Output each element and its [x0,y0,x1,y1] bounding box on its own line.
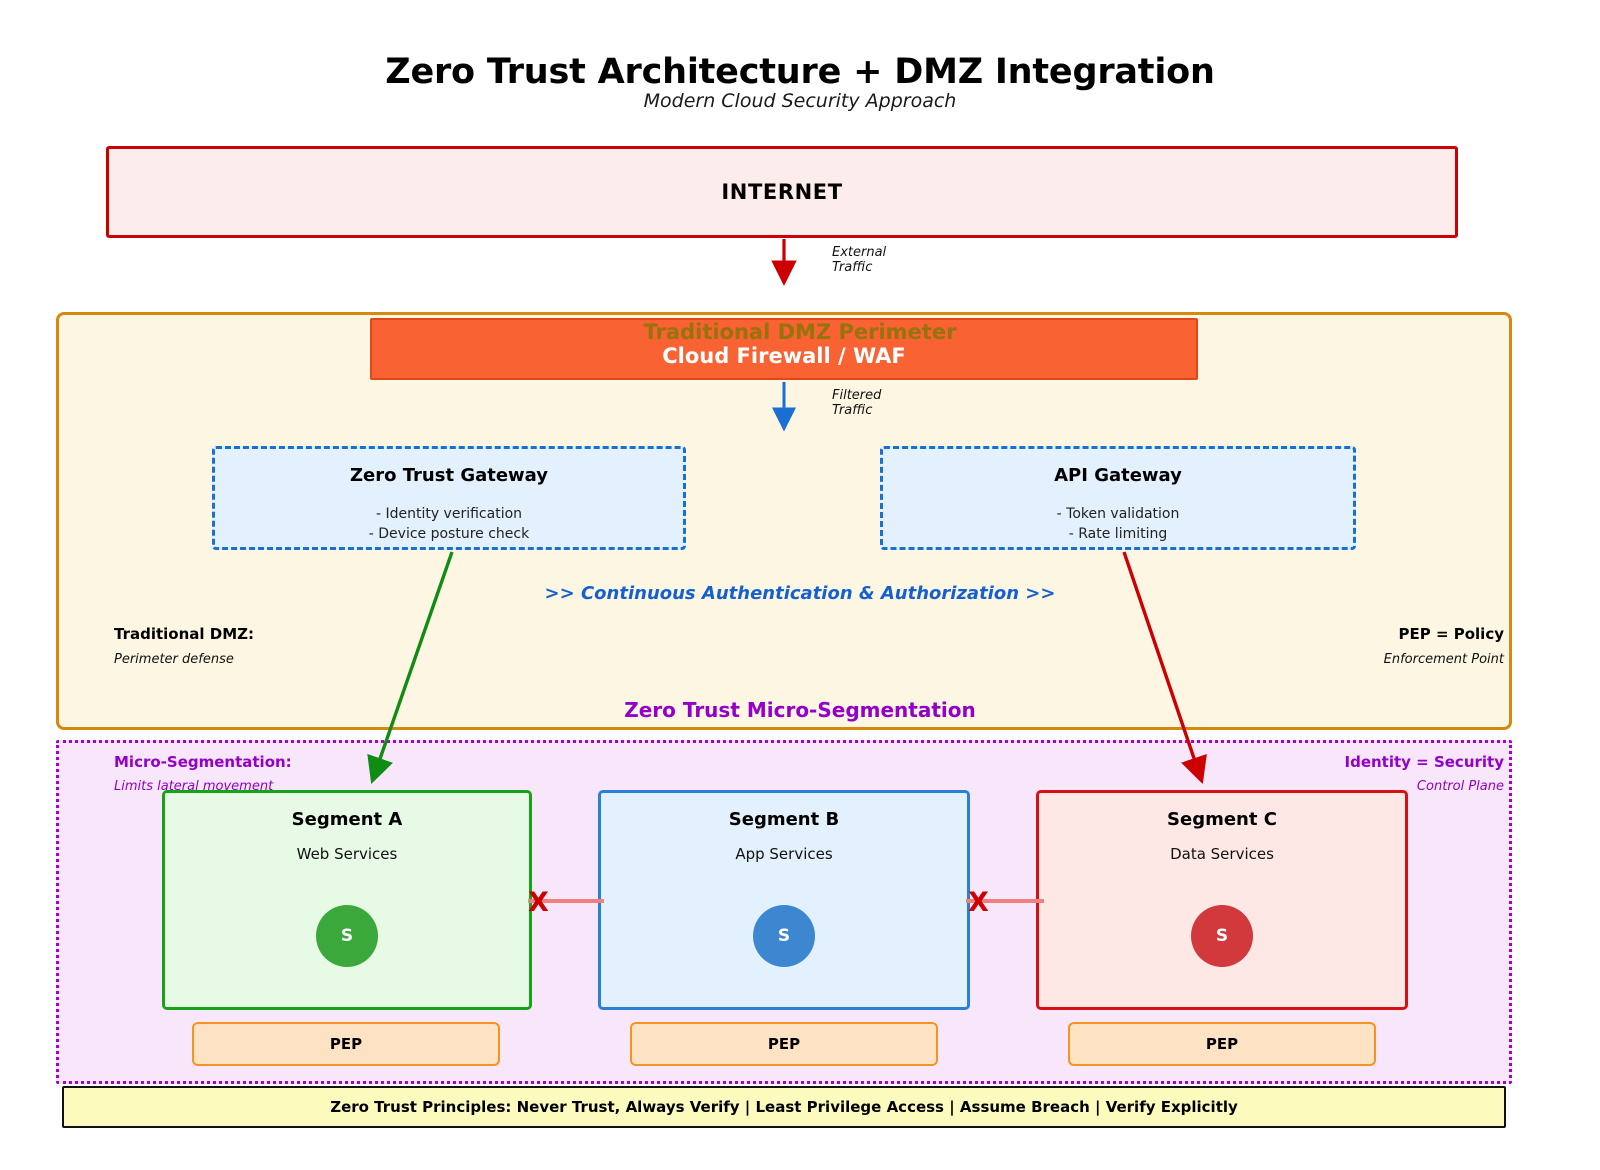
identity-security-title: Identity = Security [1344,753,1504,771]
segment-c-title: Segment C [1167,809,1277,830]
traditional-dmz-note-title: Traditional DMZ: [114,625,255,643]
zero-trust-gateway-bullet-1: - Identity verification [375,506,523,522]
internet-label: INTERNET [721,180,843,204]
pep-legend-sub: Enforcement Point [1383,652,1504,667]
external-traffic-line-1: External [832,245,887,260]
segment-a-title: Segment A [291,809,403,830]
zero-trust-gateway-bullet-2: - Device posture check [368,526,530,542]
blocked-marker-b-c-icon: X [968,887,989,918]
pep-box-segment-a: PEP [192,1022,500,1066]
api-gateway-node: API Gateway - Token validation - Rate li… [880,446,1356,550]
traditional-dmz-note-sub: Perimeter defense [114,652,234,667]
segment-b-subtitle: App Services [735,845,833,863]
continuous-authentication-label: >> Continuous Authentication & Authoriza… [544,583,1056,604]
external-traffic-line-2: Traffic [832,259,873,275]
cloud-firewall-waf-node: Cloud Firewall / WAF [370,318,1198,380]
identity-security-sub: Control Plane [1416,779,1504,794]
zero-trust-gateway-node: Zero Trust Gateway - Identity verificati… [212,446,686,550]
micro-segmentation-note-title: Micro-Segmentation: [114,753,292,771]
micro-segmentation-title: Zero Trust Micro-Segmentation [624,698,976,722]
segment-c-subtitle: Data Services [1170,845,1274,863]
filtered-traffic-label: Filtered Traffic [832,388,882,418]
filtered-traffic-line-1: Filtered [832,388,882,403]
segment-a-subtitle: Web Services [296,845,398,863]
api-gateway-title: API Gateway [1054,465,1182,486]
pep-box-segment-c: PEP [1068,1022,1376,1066]
segment-b-service-icon: S [753,905,815,967]
segment-a-service-icon: S [316,905,378,967]
zero-trust-principles-footer: Zero Trust Principles: Never Trust, Alwa… [62,1086,1506,1128]
zero-trust-gateway-title: Zero Trust Gateway [349,465,549,486]
segment-c-node: Segment C Data Services S [1036,790,1408,1010]
firewall-label: Cloud Firewall / WAF [662,344,906,368]
segment-c-service-icon: S [1191,905,1253,967]
blocked-marker-a-b-icon: X [528,887,549,918]
external-traffic-label: External Traffic [832,245,887,275]
filtered-traffic-line-2: Traffic [832,402,873,418]
internet-zone: INTERNET [106,146,1458,238]
pep-legend-title: PEP = Policy [1398,625,1505,643]
api-gateway-bullet-2: - Rate limiting [1068,526,1168,542]
segment-b-title: Segment B [728,809,840,830]
segment-a-node: Segment A Web Services S [162,790,532,1010]
segment-b-node: Segment B App Services S [598,790,970,1010]
pep-box-segment-b: PEP [630,1022,938,1066]
page-title: Zero Trust Architecture + DMZ Integratio… [385,52,1215,92]
api-gateway-bullet-1: - Token validation [1056,506,1180,522]
page-subtitle: Modern Cloud Security Approach [643,90,957,112]
